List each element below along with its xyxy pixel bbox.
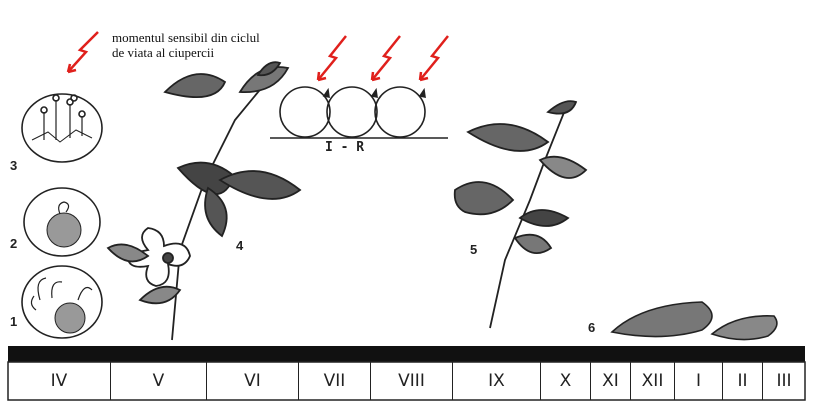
figure-number-1: 1 bbox=[10, 314, 17, 329]
figure-number-4: 4 bbox=[236, 238, 243, 253]
month-cell: VII bbox=[298, 362, 370, 400]
month-cell: V bbox=[110, 362, 206, 400]
month-cell: III bbox=[762, 362, 805, 400]
cycle-label: I - R bbox=[325, 140, 364, 155]
annotation-text: momentul sensibil din ciclul de viata al… bbox=[112, 30, 312, 60]
spore-circle-icon bbox=[24, 188, 100, 256]
month-cell: XII bbox=[630, 362, 674, 400]
timeline-ground bbox=[8, 346, 805, 362]
annotation-line-2: de viata al ciupercii bbox=[112, 45, 312, 60]
month-cell: XI bbox=[590, 362, 630, 400]
figure-number-2: 2 bbox=[10, 236, 17, 251]
month-timeline: IV V VI VII VIII IX X XI XII I II III bbox=[8, 362, 805, 400]
figure-number-5: 5 bbox=[470, 242, 477, 257]
apple-shoot-icon bbox=[455, 101, 586, 328]
month-cell: I bbox=[674, 362, 722, 400]
month-cell: IX bbox=[452, 362, 540, 400]
month-cell: IV bbox=[8, 362, 110, 400]
figure-number-6: 6 bbox=[588, 320, 595, 335]
month-cell: X bbox=[540, 362, 590, 400]
leaf-icon bbox=[612, 302, 777, 340]
red-arrow-icon bbox=[68, 32, 98, 72]
infection-cycle bbox=[270, 87, 448, 138]
month-cell: VIII bbox=[370, 362, 452, 400]
spore-circle-icon bbox=[22, 266, 102, 338]
annotation-line-1: momentul sensibil din ciclul bbox=[112, 30, 312, 45]
apple-shoot-icon bbox=[108, 62, 300, 340]
red-arrow-icon bbox=[420, 36, 448, 80]
red-arrow-icon bbox=[318, 36, 346, 80]
month-cell: II bbox=[722, 362, 762, 400]
month-cell: VI bbox=[206, 362, 298, 400]
red-arrow-icon bbox=[372, 36, 400, 80]
spore-circle-icon bbox=[22, 94, 102, 162]
figure-number-3: 3 bbox=[10, 158, 17, 173]
